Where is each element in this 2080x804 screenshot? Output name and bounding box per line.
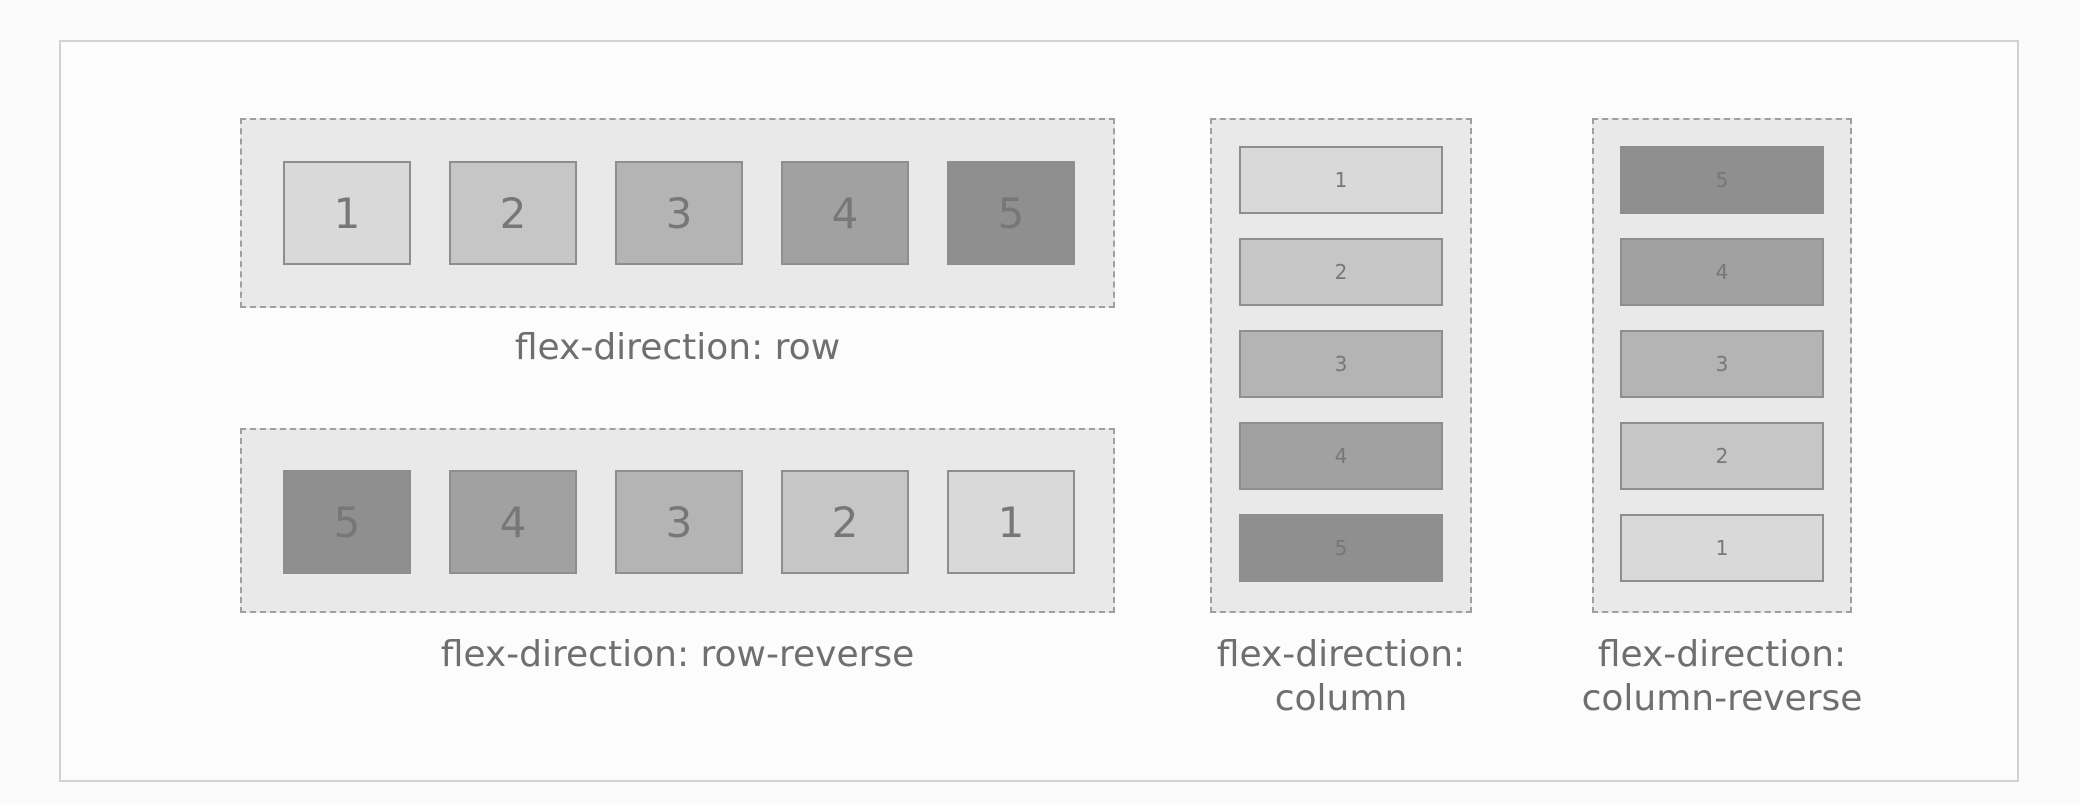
row-reverse-item-2: 2 [781,470,909,574]
column-caption-line-2: column [1274,678,1408,719]
row-reverse-caption: flex-direction: row-reverse [440,634,915,675]
column-item-1: 1 [1239,146,1443,214]
column-reverse-item-5: 5 [1620,146,1824,214]
column-reverse-caption: flex-direction: column-reverse [1542,633,1902,721]
column-item-4: 4 [1239,422,1443,490]
row-reverse-item-1: 1 [947,470,1075,574]
column-item-2: 2 [1239,238,1443,306]
row-item-3: 3 [615,161,743,265]
column-reverse-caption-line-2: column-reverse [1581,678,1863,719]
column-caption-line-1: flex-direction: [1216,634,1466,675]
column-reverse-item-3: 3 [1620,330,1824,398]
row-item-1: 1 [283,161,411,265]
row-reverse-item-5: 5 [283,470,411,574]
column-caption: flex-direction: column [1170,633,1512,721]
column-reverse-item-4: 4 [1620,238,1824,306]
row-reverse-item-4: 4 [449,470,577,574]
column-item-3: 3 [1239,330,1443,398]
column-reverse-item-1: 1 [1620,514,1824,582]
row-reverse-item-3: 3 [615,470,743,574]
row-caption: flex-direction: row [514,327,841,368]
row-item-5: 5 [947,161,1075,265]
column-item-5: 5 [1239,514,1443,582]
column-reverse-caption-line-1: flex-direction: [1597,634,1847,675]
column-reverse-item-2: 2 [1620,422,1824,490]
row-item-4: 4 [781,161,909,265]
row-item-2: 2 [449,161,577,265]
